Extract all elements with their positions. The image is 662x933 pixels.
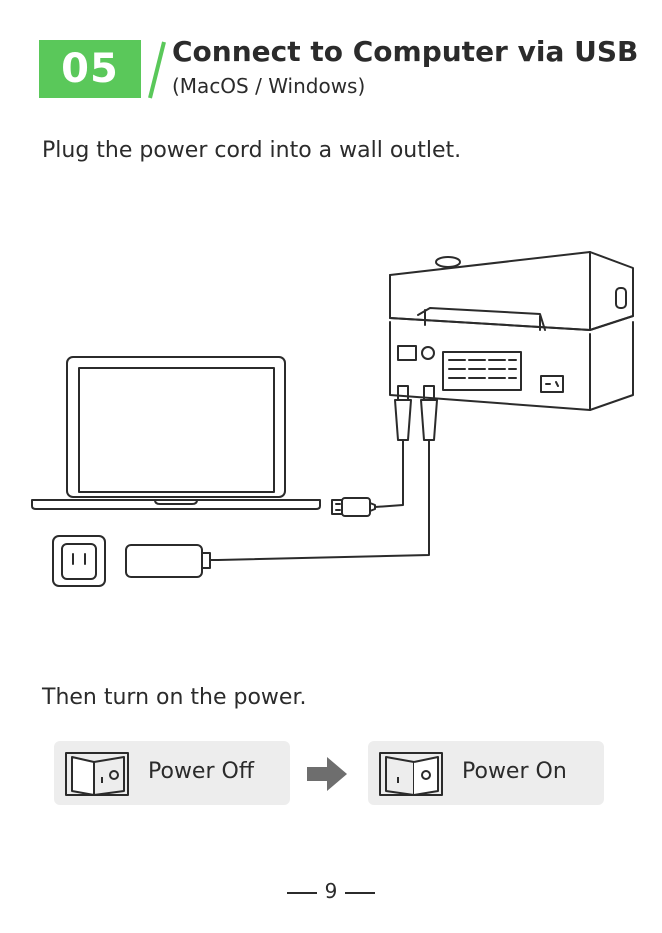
laptop-icon	[32, 357, 320, 509]
power-off-label: Power Off	[148, 759, 254, 784]
right-arrow-icon	[305, 755, 349, 793]
usb-a-plug-icon	[332, 498, 375, 516]
page-number: 9	[0, 879, 662, 903]
page-number-line-right	[345, 892, 375, 894]
page-number-line-left	[287, 892, 317, 894]
connection-illustration	[0, 0, 662, 620]
power-on-label: Power On	[462, 759, 567, 784]
usb-cable-icon	[218, 386, 437, 560]
power-on-panel: Power On	[368, 741, 604, 805]
page-number-value: 9	[325, 879, 338, 903]
power-off-panel: Power Off	[54, 741, 290, 805]
wall-outlet-icon	[53, 536, 105, 586]
instruction-turn-on: Then turn on the power.	[42, 685, 306, 710]
power-adapter-icon	[126, 545, 218, 577]
switch-off-icon	[64, 749, 134, 799]
switch-on-icon	[378, 749, 448, 799]
